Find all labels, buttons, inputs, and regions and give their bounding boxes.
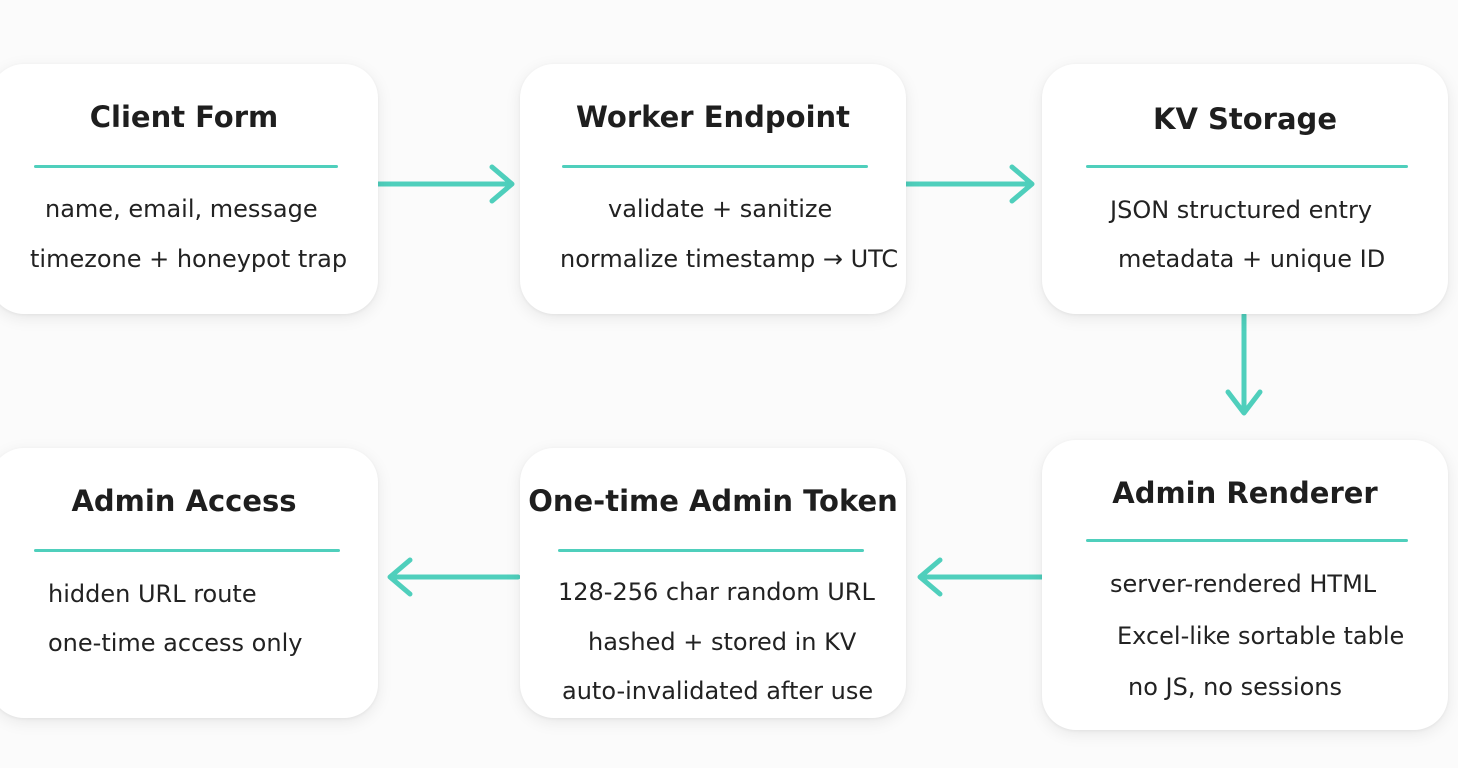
arrow-token-to-access	[387, 557, 521, 597]
node-detail-line: Excel-like sortable table	[1117, 622, 1405, 650]
node-worker-endpoint: Worker Endpoint validate + sanitize norm…	[520, 64, 906, 314]
node-divider	[1086, 165, 1408, 168]
node-detail-line: 128-256 char random URL	[558, 578, 875, 606]
node-divider	[34, 165, 338, 168]
node-detail-line: metadata + unique ID	[1118, 245, 1386, 273]
node-one-time-admin-token: One-time Admin Token 128-256 char random…	[520, 448, 906, 718]
node-title: Client Form	[89, 100, 279, 134]
node-detail-line: JSON structured entry	[1110, 196, 1373, 224]
arrow-kv-to-renderer	[1225, 312, 1263, 416]
arrow-worker-to-kv	[903, 164, 1035, 204]
node-admin-access: Admin Access hidden URL route one-time a…	[0, 448, 378, 718]
arrow-renderer-to-token	[917, 557, 1045, 597]
node-detail-line: hidden URL route	[48, 580, 257, 608]
node-detail-line: no JS, no sessions	[1128, 673, 1342, 701]
node-title: One-time Admin Token	[528, 484, 898, 518]
node-title: KV Storage	[1153, 102, 1337, 136]
node-title: Admin Access	[71, 484, 297, 518]
node-detail-line: timezone + honeypot trap	[30, 245, 348, 273]
node-client-form: Client Form name, email, message timezon…	[0, 64, 378, 314]
node-divider	[34, 549, 340, 552]
arrow-client-to-worker	[375, 164, 515, 204]
node-admin-renderer: Admin Renderer server-rendered HTML Exce…	[1042, 440, 1448, 730]
node-divider	[558, 549, 864, 552]
node-detail-line: name, email, message	[45, 195, 318, 223]
node-kv-storage: KV Storage JSON structured entry metadat…	[1042, 64, 1448, 314]
node-title: Worker Endpoint	[575, 100, 851, 134]
node-divider	[562, 165, 868, 168]
node-divider	[1086, 539, 1408, 542]
node-detail-line: hashed + stored in KV	[588, 628, 857, 656]
node-title: Admin Renderer	[1112, 476, 1378, 510]
node-detail-line: validate + sanitize	[608, 195, 833, 223]
node-detail-line: normalize timestamp → UTC	[560, 245, 899, 273]
node-detail-line: auto-invalidated after use	[562, 677, 874, 705]
node-detail-line: server-rendered HTML	[1110, 570, 1377, 598]
node-detail-line: one-time access only	[48, 629, 303, 657]
